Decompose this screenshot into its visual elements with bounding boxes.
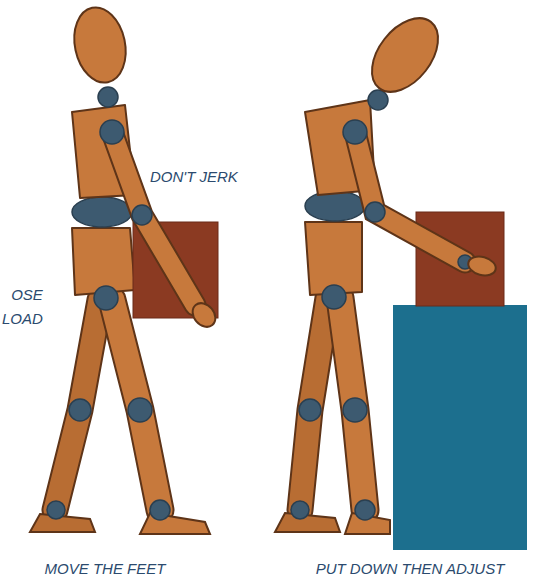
hip-joint [94,286,118,310]
ankle-joint [150,500,170,520]
ankle-joint [355,500,375,520]
shoulder-joint [100,120,124,144]
instruction-label: DON'T JERK [150,168,238,186]
load-box [416,212,504,306]
figure-left [30,3,220,534]
knee-joint [343,398,367,422]
instruction-label: OSE LOAD [2,283,43,331]
neck-joint [98,87,118,107]
arm-outline [355,132,465,262]
elbow-joint [365,202,385,222]
hip-joint [322,285,346,309]
leg-outline [112,300,160,510]
leg-outline [55,300,100,510]
figure-right [275,6,527,550]
knee-joint [69,399,91,421]
knee-joint [128,398,152,422]
shoulder-joint [343,120,367,144]
leg [55,300,100,510]
hand [466,254,498,279]
waist-joint [72,197,132,227]
head [359,6,452,104]
leg [112,300,160,510]
arm [112,132,195,305]
leg-outline [300,298,328,510]
leg [300,298,328,510]
pelvis [72,228,135,295]
neck-joint [368,90,388,110]
foot [140,513,210,534]
table-block [393,305,527,550]
ankle-joint [47,501,65,519]
elbow-joint [132,205,152,225]
knee-joint [299,399,321,421]
caption-label: MOVE THE FEET [45,560,166,578]
head [68,3,133,88]
pelvis [305,222,362,295]
ankle-joint [291,501,309,519]
arm [355,132,465,262]
hand [188,299,220,332]
arm-outline [112,132,195,305]
waist-joint [305,191,365,221]
caption-label: PUT DOWN THEN ADJUST [316,560,505,578]
